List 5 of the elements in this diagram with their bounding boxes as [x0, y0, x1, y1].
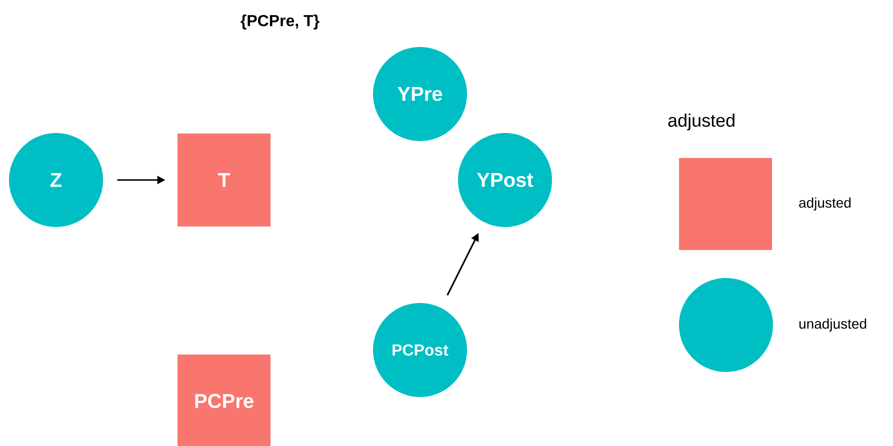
legend-label: adjusted: [799, 197, 851, 211]
adjusted-square: T: [178, 134, 270, 226]
legend-title: adjusted: [668, 114, 734, 130]
legend-label: unadjusted: [799, 318, 866, 332]
title: {PCPre, T}: [240, 14, 320, 30]
